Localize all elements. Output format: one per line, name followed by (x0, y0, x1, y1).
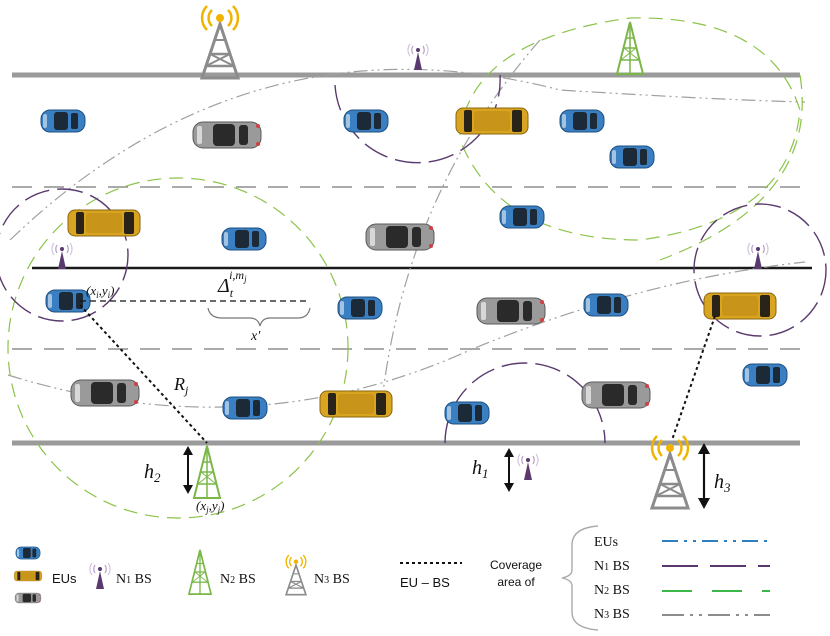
legend-car-gray-icon (14, 592, 42, 604)
legend-eu-bs: EU – BS (400, 562, 462, 590)
eu-car-gray-icon (70, 379, 140, 407)
eu-car-blue-icon (40, 109, 86, 133)
legend-n1-tower-icon (89, 562, 111, 590)
eu-car-yellow-icon (703, 292, 777, 320)
legend-car-blue-icon (15, 546, 41, 560)
eu-car-blue-icon (444, 401, 490, 425)
coverage-n2-left (7, 177, 349, 519)
eu-car-blue-icon (742, 363, 788, 387)
h3-label: h3 (714, 471, 731, 495)
n1-tower-icon (747, 242, 769, 270)
eu-car-yellow-icon (455, 107, 529, 135)
eu-car-blue-icon (583, 293, 629, 317)
coverage-n1-left (0, 188, 129, 322)
legend-coverage-line1: Coverage (490, 558, 542, 572)
eu-car-blue-icon (559, 109, 605, 133)
legend-car-yellow-icon (14, 570, 42, 582)
n2-tower-icon (193, 445, 221, 499)
eu-bs-link (79, 304, 208, 444)
eu-car-blue-icon (337, 296, 383, 320)
eu-car-yellow-icon (319, 390, 393, 418)
eu-car-gray-icon (192, 121, 262, 149)
eu-bs-link (671, 315, 716, 441)
eu-car-yellow-icon (67, 209, 141, 237)
n2-tower-icon (616, 21, 644, 75)
base-stations (51, 4, 769, 510)
eu-car-gray-icon (365, 223, 435, 251)
legend: EUs N1 BS N2 BS N3 BS EU – BS Coverage (14, 525, 770, 631)
n3-tower-icon (200, 4, 240, 80)
h1-label: h1 (472, 457, 489, 481)
eu-car-blue-icon (609, 145, 655, 169)
legend-cov-n3-label: N3 BS (594, 607, 630, 622)
legend-eus: EUs (14, 546, 77, 604)
legend-n1-label: N1 BS (116, 572, 152, 587)
legend-n2-tower-icon (188, 549, 212, 595)
bs-position-label: (xj,yj) (196, 498, 225, 515)
legend-coverage: Coverage area of EUs N1 BS N2 BS N3 BS (490, 525, 770, 631)
radius-label: Rj (173, 374, 189, 397)
n1-tower-icon (407, 43, 429, 71)
eu-car-blue-icon (499, 205, 545, 229)
coverage-n1-right (693, 203, 827, 337)
n1-tower-icon (51, 242, 73, 270)
legend-n3-tower-icon (285, 554, 307, 596)
legend-cov-eus-label: EUs (594, 535, 618, 550)
legend-eu-bs-label: EU – BS (400, 575, 450, 590)
eu-car-gray-icon (581, 381, 651, 409)
coverage-n3-bottom (7, 261, 806, 408)
legend-cov-n2-label: N2 BS (594, 583, 630, 598)
legend-n2: N2 BS (188, 549, 256, 595)
coverage-n3-top (9, 68, 806, 241)
x-prime-label: x′ (250, 329, 261, 344)
n1-tower-icon (517, 453, 539, 481)
coverage-n2-right-tail (659, 74, 803, 261)
coverage-n2-right (459, 17, 801, 241)
eu-position-label: (xi,yi) (86, 283, 115, 300)
legend-n3: N3 BS (285, 554, 350, 596)
annotations: (xi,yi) Δti,mj x′ Rj h2 h1 h3 (xj,yj) (79, 268, 731, 515)
eu-car-gray-icon (476, 297, 546, 325)
h2-label: h2 (144, 461, 161, 485)
legend-cov-n1-label: N1 BS (594, 559, 630, 574)
n3-tower-icon (650, 434, 690, 510)
road-layout (12, 72, 812, 446)
eu-car-blue-icon (343, 109, 389, 133)
eu-car-blue-icon (221, 227, 267, 251)
coverage-n3-mid (379, 39, 541, 421)
vehicles (40, 107, 788, 425)
legend-coverage-line2: area of (497, 575, 535, 589)
legend-n1: N1 BS (89, 562, 152, 590)
eu-car-blue-icon (222, 396, 268, 420)
legend-coverage-brace (561, 525, 599, 631)
legend-n3-label: N3 BS (314, 572, 350, 587)
x-prime-brace (207, 307, 311, 327)
legend-n2-label: N2 BS (220, 572, 256, 587)
legend-eus-label: EUs (52, 571, 77, 586)
delta-label: Δti,mj (217, 268, 247, 300)
